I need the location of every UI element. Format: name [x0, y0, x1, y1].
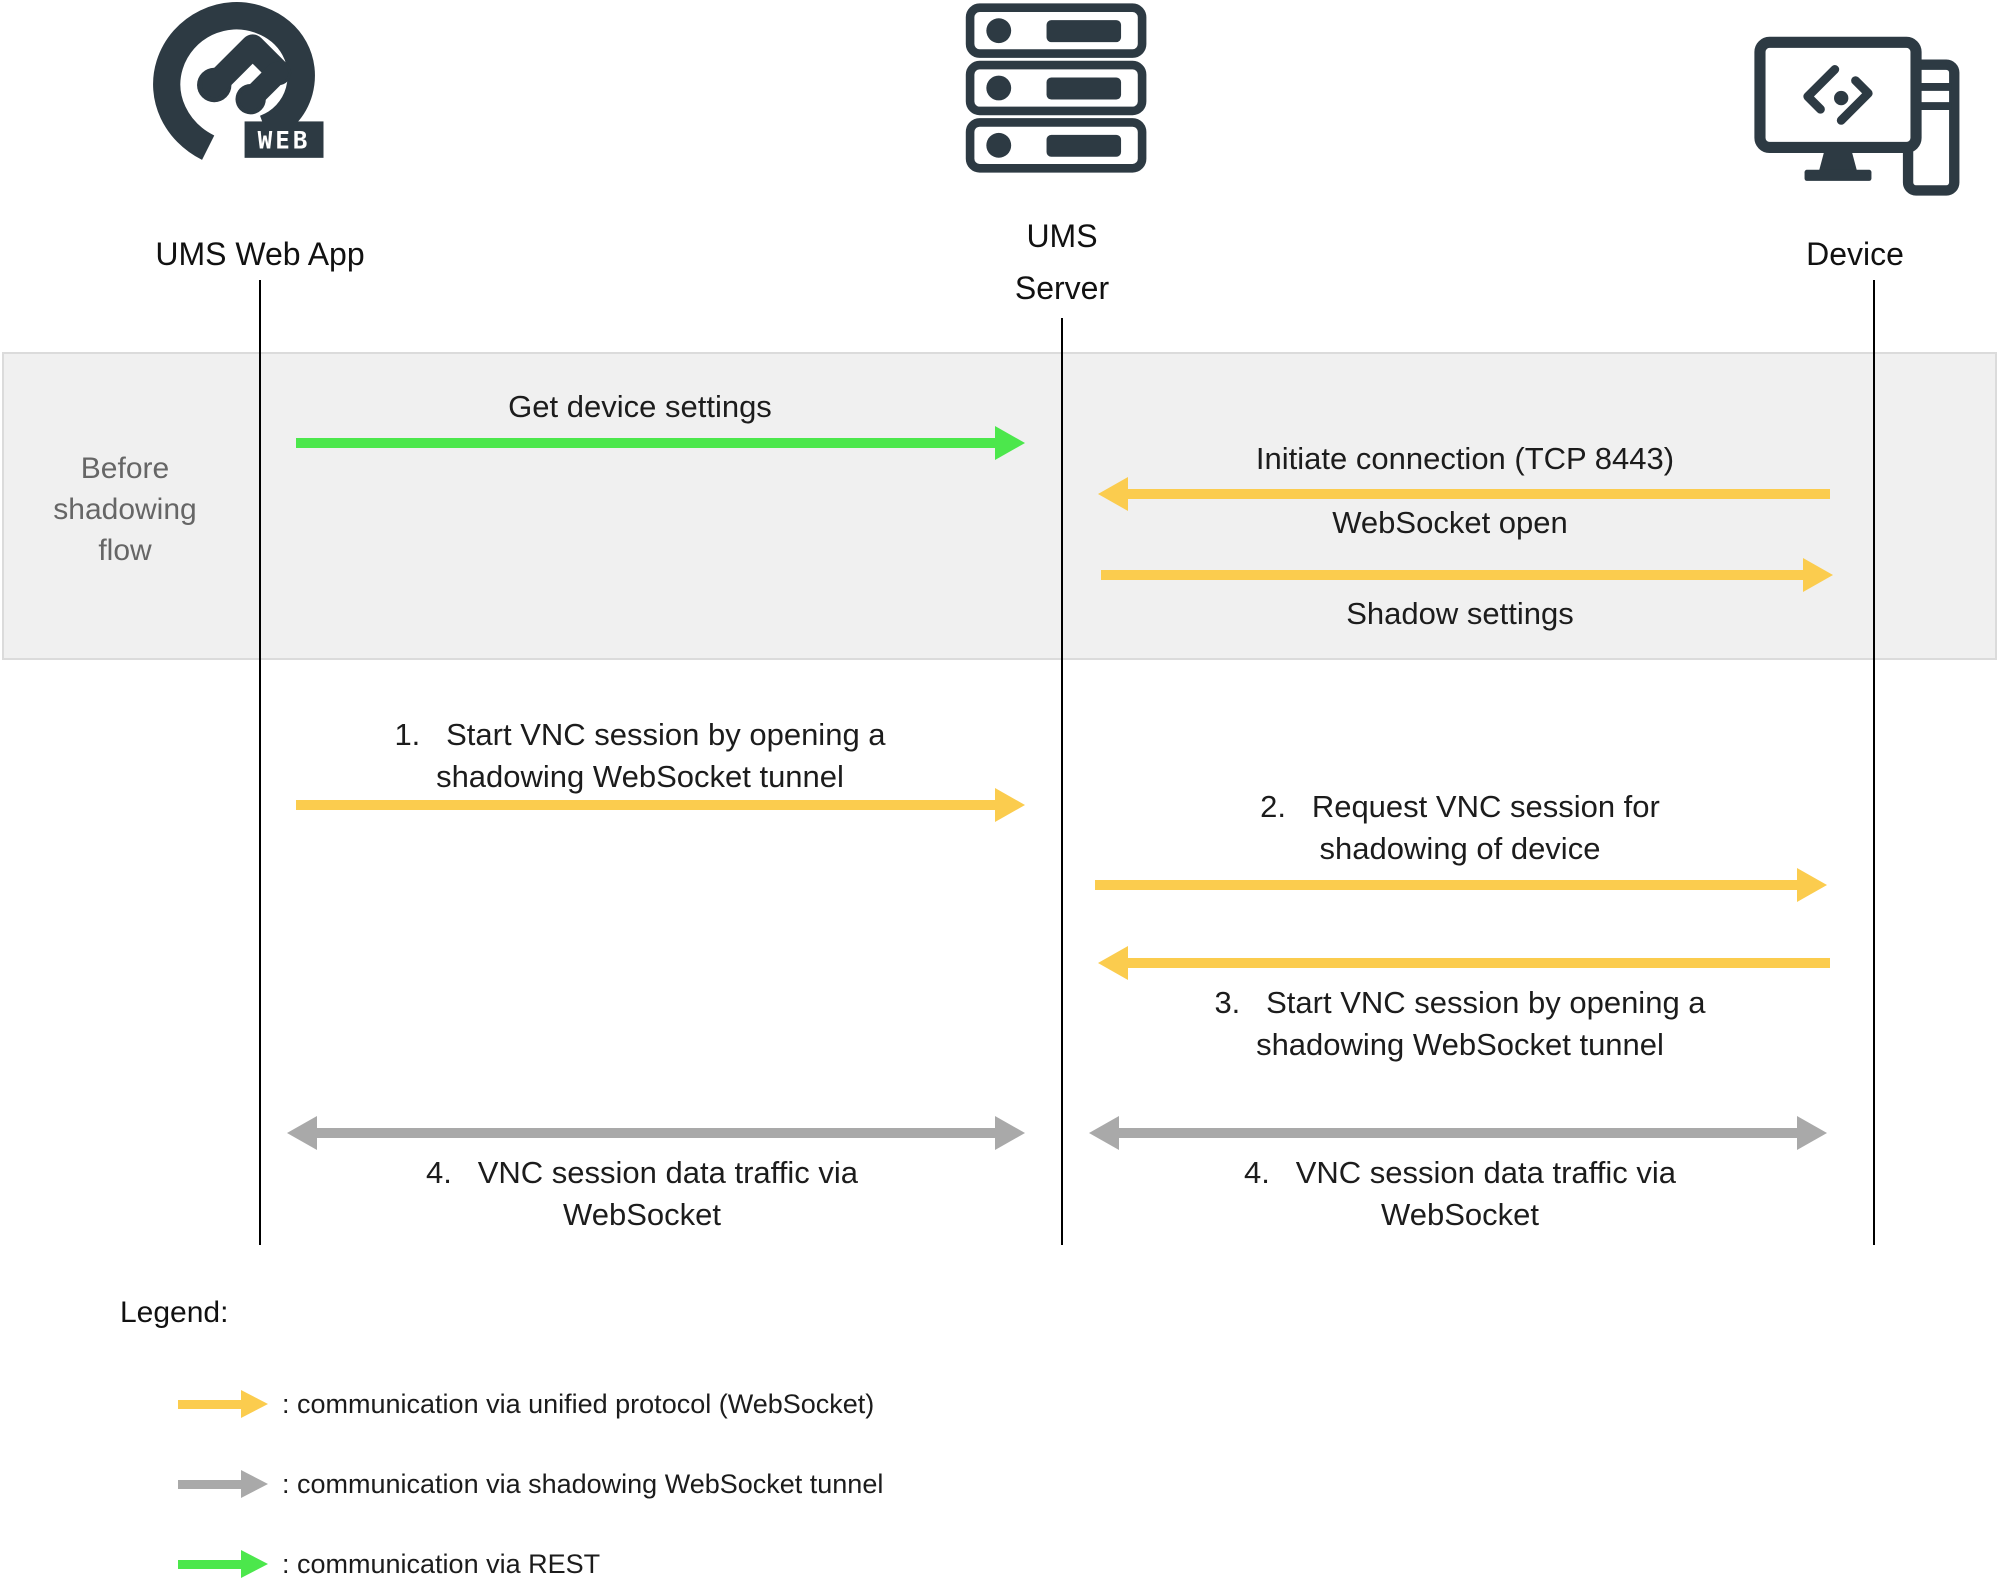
legend-rest-arrow-icon — [178, 1550, 268, 1578]
arrow-get-device-settings — [296, 426, 1025, 460]
band-label: Before shadowing flow — [53, 452, 197, 567]
label-initiate-connection: Initiate connection (TCP 8443) — [1255, 441, 1675, 476]
label-step1: 1. Start VNC session by opening a shadow… — [394, 717, 886, 794]
legend-shadow-tunnel-arrow-icon — [178, 1470, 268, 1498]
lifeline-web-app — [259, 280, 261, 1245]
label-step2: 2. Request VNC session for shadowing of … — [1260, 789, 1660, 866]
lifeline-device — [1873, 280, 1875, 1245]
actor-label-web-app: UMS Web App — [155, 236, 365, 272]
label-step4-right: 4. VNC session data traffic via WebSocke… — [1244, 1155, 1676, 1232]
label-step3: 3. Start VNC session by opening a shadow… — [1214, 985, 1706, 1062]
arrow-step4-left-segment — [287, 1116, 1025, 1150]
legend-label-rest: : communication via REST — [282, 1549, 601, 1579]
actor-label-device: Device — [1806, 236, 1904, 272]
legend-title: Legend: — [120, 1296, 229, 1329]
legend-label-shadow-tunnel: : communication via shadowing WebSocket … — [282, 1469, 884, 1499]
label-step4-left: 4. VNC session data traffic via WebSocke… — [426, 1155, 858, 1232]
before-shadowing-band — [2, 352, 1997, 660]
arrow-step4-right-segment — [1089, 1116, 1827, 1150]
arrow-step2 — [1095, 868, 1827, 902]
ums-web-app-logo-icon: WEB — [150, 0, 325, 172]
server-icon — [962, 2, 1154, 174]
arrow-websocket-open — [1101, 558, 1833, 592]
label-websocket-open: WebSocket open — [1332, 505, 1568, 540]
lifeline-server — [1061, 318, 1063, 1245]
actor-label-server: UMS Server — [1014, 218, 1110, 306]
arrow-step1 — [296, 788, 1025, 822]
legend-unified-protocol-arrow-icon — [178, 1390, 268, 1418]
arrow-step3 — [1098, 946, 1830, 980]
label-get-device-settings: Get device settings — [508, 389, 772, 424]
web-badge-text: WEB — [258, 126, 311, 155]
label-shadow-settings: Shadow settings — [1346, 596, 1574, 631]
arrow-initiate-connection — [1098, 477, 1830, 511]
device-icon — [1752, 33, 1967, 203]
legend-label-unified-protocol: : communication via unified protocol (We… — [282, 1389, 875, 1419]
